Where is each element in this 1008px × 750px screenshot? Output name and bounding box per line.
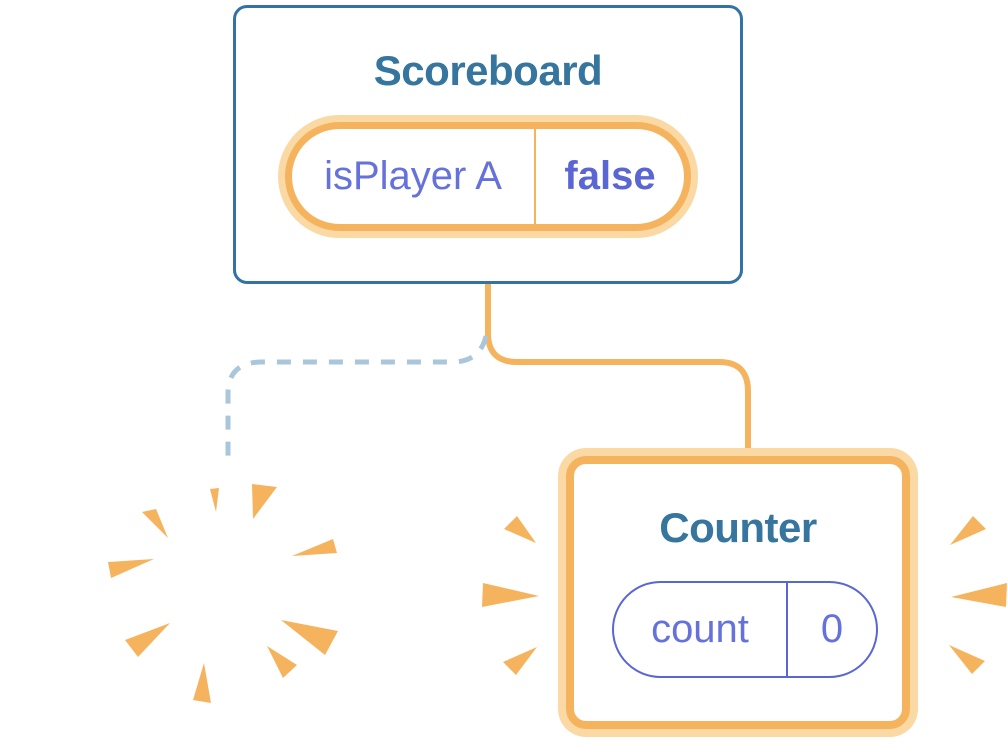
state-label-cell: isPlayer A bbox=[292, 129, 534, 224]
counter-title: Counter bbox=[659, 504, 817, 551]
poof-burst-icon bbox=[108, 484, 338, 703]
burst-ray bbox=[210, 488, 219, 512]
connector-dashed bbox=[225, 335, 489, 460]
state-label: isPlayer A bbox=[324, 154, 502, 198]
burst-ray bbox=[281, 620, 338, 655]
emphasis-ray bbox=[950, 516, 986, 545]
state-value-cell: 0 bbox=[786, 583, 876, 676]
emphasis-rays-right-icon bbox=[949, 516, 1007, 674]
emphasis-ray bbox=[951, 583, 1007, 607]
burst-ray bbox=[142, 509, 168, 538]
burst-ray bbox=[292, 539, 337, 556]
scoreboard-title: Scoreboard bbox=[373, 47, 603, 94]
scoreboard-card: Scoreboard isPlayer A false bbox=[233, 5, 743, 284]
burst-ray bbox=[252, 484, 277, 519]
burst-ray bbox=[125, 623, 170, 657]
emphasis-ray bbox=[503, 647, 537, 675]
state-value: false bbox=[564, 154, 656, 198]
state-label: count bbox=[651, 607, 749, 651]
scoreboard-state-pill: isPlayer A false bbox=[285, 122, 691, 231]
burst-ray bbox=[267, 646, 297, 678]
connector-solid bbox=[485, 280, 751, 455]
burst-ray bbox=[108, 559, 154, 578]
poof-card-body bbox=[82, 457, 362, 737]
poof-card bbox=[82, 457, 362, 737]
counter-state-pill: count 0 bbox=[612, 581, 878, 678]
burst-ray bbox=[193, 663, 211, 703]
emphasis-ray bbox=[504, 516, 536, 543]
emphasis-ray bbox=[949, 645, 985, 674]
emphasis-rays-left-icon bbox=[482, 516, 539, 675]
state-label-cell: count bbox=[614, 583, 786, 676]
emphasis-ray bbox=[482, 583, 539, 607]
state-value: 0 bbox=[820, 607, 844, 651]
state-value-cell: false bbox=[534, 129, 684, 224]
counter-card: Counter count 0 bbox=[566, 456, 910, 729]
